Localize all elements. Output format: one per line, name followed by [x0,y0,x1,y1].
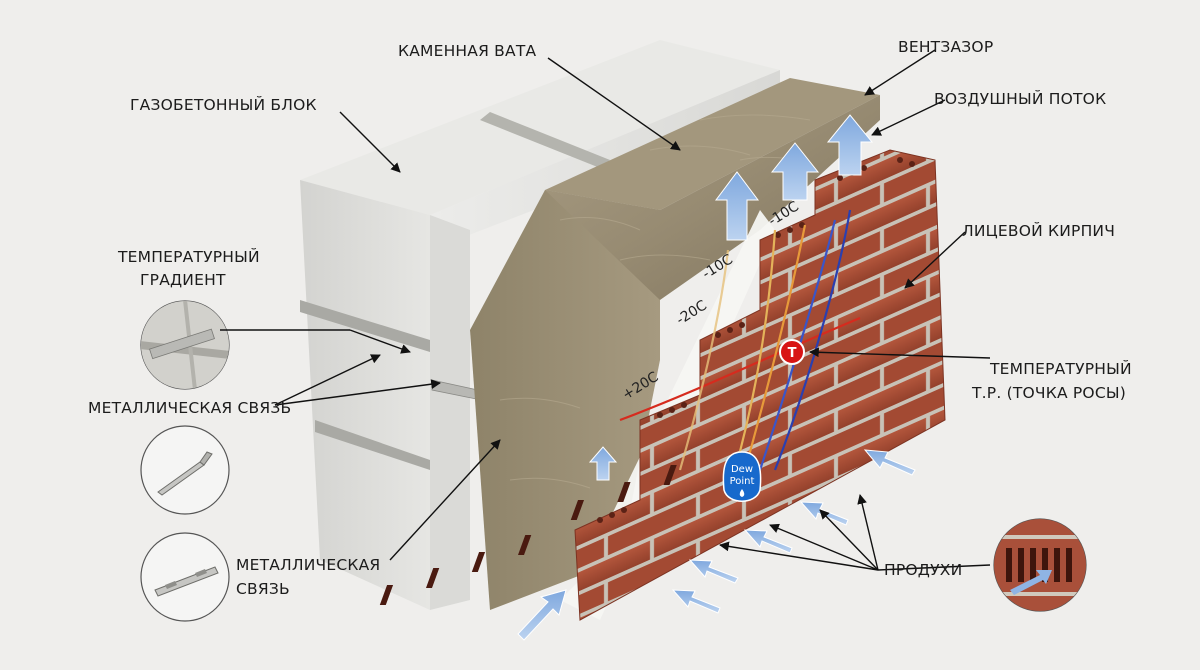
svg-text:Dew: Dew [731,464,753,475]
detail-circle-tie-1 [140,425,230,515]
label-metal-tie-2-line2: СВЯЗЬ [236,580,290,598]
temperature-marker: T [779,339,805,365]
air-arrow-in-6 [671,589,721,614]
label-temp-gradient-2: ГРАДИЕНТ [140,271,226,289]
air-flow-arrows [517,114,916,641]
air-arrow-up-1 [715,171,759,241]
label-vents: ПРОДУХИ [884,561,962,579]
facing-brick-wall [379,149,946,621]
label-air-flow: ВОЗДУШНЫЙ ПОТОК [934,89,1106,108]
label-stone-wool: КАМЕННАЯ ВАТА [398,42,536,60]
pointer-lines [220,49,991,571]
air-arrow-in-1 [517,589,567,641]
svg-text:T: T [788,346,797,361]
label-metal-tie-2-line1: МЕТАЛЛИЧЕСКАЯ [236,556,380,574]
label-vent-gap: ВЕНТЗАЗОР [898,38,993,56]
aerated-concrete-block [300,40,780,610]
detail-circle-gradient [140,300,230,390]
air-arrow-up-4 [588,446,618,481]
label-temp-dew-2: Т.Р. (ТОЧКА РОСЫ) [971,384,1126,402]
label-aerated-block: ГАЗОБЕТОННЫЙ БЛОК [130,95,317,114]
temperature-gradient-lines [619,209,861,471]
dew-point-marker: Dew Point [722,451,762,502]
temp-label-3: -20C [674,297,710,328]
air-arrow-up-2 [770,142,820,201]
air-arrow-up-3 [826,114,874,176]
detail-circle-vents [993,518,1087,612]
detail-circle-tie-2 [140,532,230,622]
label-temp-gradient-1: ТЕМПЕРАТУРНЫЙ [117,247,260,266]
air-arrow-in-3 [743,529,793,554]
air-arrow-in-4 [799,501,849,526]
label-metal-tie-1: МЕТАЛЛИЧЕСКАЯ СВЯЗЬ [88,399,291,417]
svg-text:Point: Point [730,476,755,487]
label-temp-dew-1: ТЕМПЕРАТУРНЫЙ [989,359,1132,378]
vent-openings [379,465,677,605]
air-arrow-in-2 [688,559,739,584]
label-facing-brick: ЛИЦЕВОЙ КИРПИЧ [962,221,1115,240]
air-arrow-in-5 [863,449,916,476]
